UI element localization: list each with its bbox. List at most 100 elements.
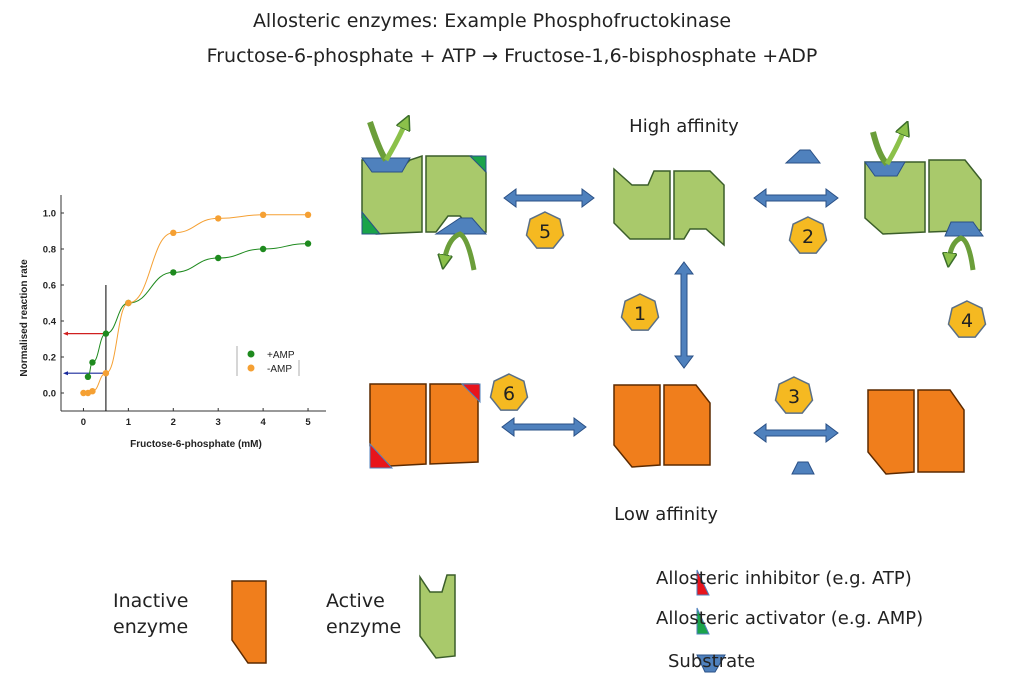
data-point-plus-amp — [170, 269, 177, 276]
step-badge-5: 5 — [525, 211, 565, 249]
x-tick-label: 2 — [171, 417, 176, 428]
data-point-minus-amp — [170, 229, 177, 236]
active-subunit-right — [673, 170, 725, 247]
step-badge-4: 4 — [947, 300, 987, 338]
free-substrate-icon — [791, 461, 815, 475]
data-point-minus-amp — [215, 215, 222, 222]
step-number: 6 — [503, 383, 515, 405]
legend-inactive-label: Inactive enzyme — [113, 588, 188, 640]
inhibitor-icon — [460, 383, 481, 404]
heptagon-icon — [620, 293, 660, 331]
rate-chart: 0.0 0.2 0.4 0.6 0.8 1.0 0 1 2 3 4 5 Normalised reac… — [19, 195, 326, 450]
equilibrium-arrow-6 — [501, 417, 587, 437]
equilibrium-arrow-5 — [503, 188, 595, 208]
x-tick-label: 4 — [260, 417, 266, 428]
legend-inhibitor-icon — [696, 569, 710, 596]
legend-substrate-label: Substrate — [668, 651, 756, 672]
data-point-minus-amp — [89, 388, 96, 395]
activator-icon — [361, 210, 382, 235]
diagram-title: Allosteric enzymes: Example Phosphofruct… — [252, 10, 732, 32]
inactive-subunit-left — [867, 389, 915, 475]
free-substrate-icon — [784, 149, 822, 164]
data-point-plus-amp — [259, 245, 267, 253]
step-badge-3: 3 — [774, 376, 814, 414]
activator-icon — [468, 155, 487, 174]
x-tick-label: 1 — [126, 417, 132, 428]
chart-xlabel: Fructose-6-phosphate (mM) — [130, 439, 262, 450]
x-tick-label: 3 — [216, 417, 221, 428]
reference-arrowhead — [63, 371, 68, 376]
inactive-subunit-left — [369, 383, 427, 467]
reaction-equation: Fructose-6-phosphate + ATP → Fructose-1,… — [206, 45, 818, 67]
equilibrium-arrow-2 — [753, 188, 839, 208]
active-subunit-left — [864, 161, 926, 235]
y-tick-label: 0.6 — [43, 281, 56, 292]
entry-exit-arrow-icon — [870, 131, 890, 167]
substrate-icon — [864, 161, 906, 177]
entry-exit-arrow-icon — [949, 235, 976, 271]
step-number: 2 — [802, 226, 814, 248]
step-badge-2: 2 — [788, 216, 828, 254]
inactive-subunit-right — [429, 383, 479, 465]
low-affinity-label: Low affinity — [614, 504, 718, 525]
legend-inhibitor-label: Allosteric inhibitor (e.g. ATP) — [656, 568, 912, 589]
legend-activator-icon — [696, 607, 710, 635]
step-badge-1: 1 — [620, 293, 660, 331]
enzyme-active-with-activator-and-substrate — [361, 122, 488, 270]
legend-substrate-icon — [696, 654, 726, 673]
step-number: 5 — [539, 221, 551, 243]
enzyme-active-high-affinity — [613, 167, 725, 247]
data-point-minus-amp — [80, 389, 87, 397]
data-point-plus-amp — [84, 373, 92, 380]
substrate-icon — [944, 221, 984, 237]
heptagon-icon — [947, 300, 987, 338]
y-tick-label: 0.0 — [43, 389, 56, 400]
substrate-icon — [361, 157, 411, 173]
step-number: 1 — [634, 303, 646, 325]
inhibitor-icon — [369, 442, 394, 469]
x-tick-label: 5 — [305, 417, 311, 428]
chart-marks — [63, 211, 312, 411]
reference-arrowhead — [63, 331, 68, 336]
y-tick-label: 0.8 — [43, 245, 56, 256]
step-number: 4 — [961, 310, 973, 332]
enzyme-inactive-low-affinity — [613, 384, 711, 468]
data-point-plus-amp — [102, 330, 110, 337]
enzyme-inactive-with-inhibitor — [369, 383, 481, 469]
y-tick-label: 0.4 — [43, 317, 57, 328]
data-point-minus-amp — [125, 299, 132, 307]
legend-marker-minus-amp — [247, 364, 255, 372]
equilibrium-arrow-1 — [674, 261, 694, 369]
legend-label-minus-amp: -AMP — [267, 364, 292, 375]
high-affinity-label: High affinity — [629, 116, 739, 137]
data-point-plus-amp — [304, 240, 312, 247]
inactive-subunit-right — [663, 384, 711, 466]
legend-active-label: Active enzyme — [326, 588, 401, 640]
active-subunit-left — [613, 167, 671, 240]
substrate-icon — [434, 217, 488, 235]
legend-inactive-label-line2: enzyme — [113, 616, 189, 638]
x-tick-label: 0 — [81, 417, 86, 428]
chart-ylabel: Normalised reaction rate — [19, 259, 30, 377]
legend-inactive-label-line1: Inactive — [113, 590, 189, 612]
legend-active-enzyme-icon — [419, 574, 456, 659]
legend-active-label-line2: enzyme — [326, 616, 402, 638]
data-point-minus-amp — [259, 211, 267, 218]
y-tick-label: 0.2 — [43, 353, 56, 364]
data-point-plus-amp — [215, 254, 222, 262]
inactive-subunit-right — [917, 389, 965, 473]
data-point-minus-amp — [102, 370, 110, 377]
enzyme-inactive-right — [867, 389, 965, 475]
entry-exit-arrow-icon — [444, 231, 477, 270]
active-subunit-right — [928, 159, 982, 233]
data-point-plus-amp — [89, 359, 96, 366]
enzyme-active-with-substrate — [864, 128, 984, 271]
chart-axes: 0.0 0.2 0.4 0.6 0.8 1.0 0 1 2 3 4 5 — [43, 195, 326, 428]
legend-marker-plus-amp — [247, 350, 255, 358]
inactive-subunit-left — [613, 384, 661, 468]
data-point-minus-amp — [304, 211, 312, 218]
legend-inactive-enzyme-icon — [231, 580, 267, 664]
y-tick-label: 1.0 — [43, 209, 56, 220]
legend-active-label-line1: Active — [326, 590, 385, 612]
